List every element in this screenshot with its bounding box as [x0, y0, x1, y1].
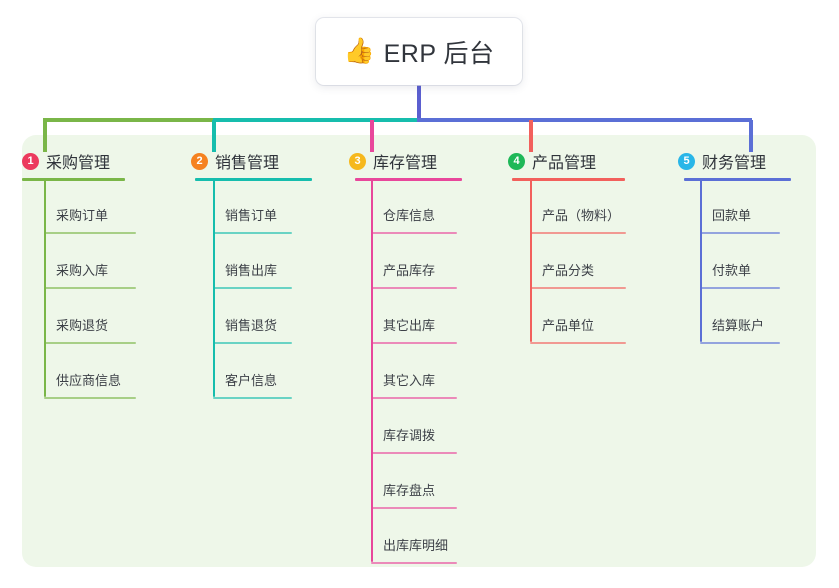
- leaf-item[interactable]: 采购订单: [56, 208, 109, 223]
- leaf-item-rule: [700, 342, 780, 344]
- branch-title: 采购管理: [46, 155, 111, 172]
- branch-column-1: 1 采购管理采购订单采购入库采购退货供应商信息: [22, 150, 136, 399]
- branch-header-4[interactable]: 4 产品管理: [508, 150, 596, 172]
- thumbs-up-icon: 👍: [343, 37, 375, 65]
- leaf-item-rule: [44, 397, 136, 399]
- branch-header-3[interactable]: 3 库存管理: [349, 150, 437, 172]
- branch-header-rule: [195, 178, 312, 181]
- branch-column-5: 5 财务管理回款单付款单结算账户: [678, 150, 791, 344]
- branch-header-1[interactable]: 1 采购管理: [22, 150, 110, 172]
- leaf-item[interactable]: 结算账户: [712, 318, 765, 333]
- branch-header-rule: [684, 178, 791, 181]
- leaf-item-rule: [530, 232, 626, 234]
- branch-header-rule: [355, 178, 462, 181]
- leaf-item-rule: [371, 562, 457, 564]
- branch-title: 库存管理: [373, 155, 438, 172]
- leaf-item-rule: [213, 397, 292, 399]
- leaf-item[interactable]: 其它入库: [383, 373, 436, 388]
- branch-badge-icon: 1: [22, 152, 39, 170]
- branch-spine: [700, 178, 702, 342]
- leaf-item-rule: [371, 397, 457, 399]
- root-node[interactable]: 👍 ERP 后台: [316, 18, 522, 85]
- leaf-item-rule: [371, 507, 457, 509]
- leaf-item[interactable]: 产品单位: [542, 318, 595, 333]
- leaf-item-rule: [530, 287, 626, 289]
- leaf-item-rule: [530, 342, 626, 344]
- branch-badge-icon: 3: [349, 152, 366, 170]
- branch-title: 财务管理: [702, 155, 767, 172]
- leaf-item[interactable]: 仓库信息: [383, 208, 436, 223]
- leaf-item-rule: [44, 342, 136, 344]
- leaf-item[interactable]: 出库库明细: [383, 538, 449, 553]
- leaf-item-rule: [371, 342, 457, 344]
- branch-column-3: 3 库存管理仓库信息产品库存其它出库其它入库库存调拨库存盘点出库库明细: [349, 150, 462, 564]
- branch-badge-icon: 4: [508, 152, 525, 170]
- leaf-item[interactable]: 采购退货: [56, 318, 109, 333]
- branch-spine: [371, 178, 373, 562]
- leaf-item[interactable]: 回款单: [712, 208, 752, 223]
- branch-spine: [530, 178, 532, 342]
- leaf-item[interactable]: 产品分类: [542, 263, 595, 278]
- leaf-item[interactable]: 客户信息: [225, 373, 278, 388]
- branch-column-2: 2 销售管理销售订单销售出库销售退货客户信息: [191, 150, 312, 399]
- leaf-item[interactable]: 采购入库: [56, 263, 109, 278]
- leaf-item[interactable]: 销售出库: [225, 263, 278, 278]
- branch-column-4: 4 产品管理产品（物料） 产品分类产品单位: [508, 150, 626, 344]
- root-node-content: 👍 ERP 后台: [343, 34, 494, 70]
- leaf-item[interactable]: 库存盘点: [383, 483, 436, 498]
- background-panel: [22, 135, 816, 567]
- leaf-item[interactable]: 产品库存: [383, 263, 436, 278]
- branch-header-rule: [512, 178, 625, 181]
- leaf-item[interactable]: 其它出库: [383, 318, 436, 333]
- root-title: ERP 后台: [383, 39, 495, 68]
- leaf-item-rule: [213, 232, 292, 234]
- branch-header-2[interactable]: 2 销售管理: [191, 150, 279, 172]
- leaf-item-rule: [700, 232, 780, 234]
- leaf-item[interactable]: 销售订单: [225, 208, 278, 223]
- leaf-item-rule: [371, 452, 457, 454]
- leaf-item-rule: [44, 287, 136, 289]
- leaf-item[interactable]: 供应商信息: [56, 373, 122, 388]
- branch-header-5[interactable]: 5 财务管理: [678, 150, 766, 172]
- leaf-item-rule: [371, 232, 457, 234]
- leaf-item-rule: [700, 287, 780, 289]
- leaf-item-rule: [44, 232, 136, 234]
- branch-title: 产品管理: [532, 155, 597, 172]
- leaf-item[interactable]: 库存调拨: [383, 428, 436, 443]
- leaf-item[interactable]: 产品（物料）: [542, 208, 621, 223]
- branch-title: 销售管理: [215, 155, 280, 172]
- branch-badge-icon: 2: [191, 152, 208, 170]
- branch-badge-icon: 5: [678, 152, 695, 170]
- leaf-item-rule: [213, 287, 292, 289]
- leaf-item-rule: [371, 287, 457, 289]
- leaf-item-rule: [213, 342, 292, 344]
- branch-header-rule: [22, 178, 125, 181]
- leaf-item[interactable]: 销售退货: [225, 318, 278, 333]
- leaf-item[interactable]: 付款单: [712, 263, 752, 278]
